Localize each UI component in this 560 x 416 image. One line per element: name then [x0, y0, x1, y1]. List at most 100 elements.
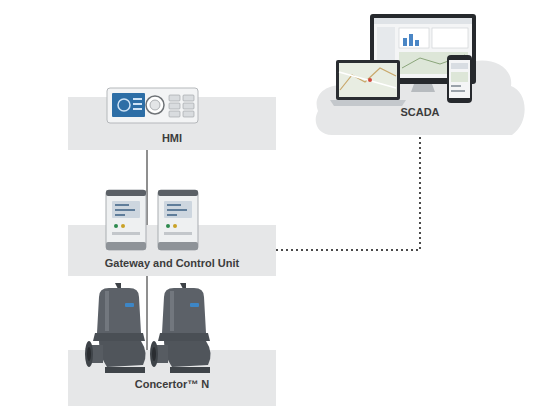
control-module-part — [112, 201, 140, 218]
device-band: Concertor™ N — [68, 350, 276, 406]
hmi-panel-part — [133, 98, 142, 100]
monitor-illustration-part — [403, 38, 407, 46]
monitor-illustration-part — [374, 18, 472, 24]
monitor-illustration-part — [432, 28, 468, 48]
hmi-panel-part — [112, 93, 145, 117]
control-module-part — [106, 242, 146, 250]
control-module-part — [106, 190, 146, 250]
phone-illustration-part — [449, 60, 470, 98]
phone-illustration-part — [451, 72, 468, 82]
pump-illustration-part — [150, 341, 158, 367]
cloud-outline — [312, 40, 528, 135]
pump-illustration-part — [125, 303, 134, 307]
cloud-shape — [316, 49, 525, 135]
pump-illustration-part — [89, 345, 103, 363]
control-module-part — [167, 204, 181, 206]
pump-illustration-part — [115, 283, 121, 289]
control-module-part — [115, 214, 125, 216]
control-module-part — [158, 190, 198, 196]
pump-illustration-part — [99, 341, 146, 367]
hmi-panel-part — [107, 88, 198, 123]
laptop-illustration-part — [330, 100, 406, 106]
hmi-panel-part — [146, 96, 164, 114]
pump-illustration-part — [170, 367, 210, 373]
pump-illustration-part — [85, 341, 93, 367]
connector-line — [146, 276, 148, 350]
laptop-illustration-part — [340, 68, 396, 90]
hmi-panel-part — [169, 103, 180, 109]
hmi-panel-part — [150, 100, 160, 110]
monitor-illustration-part — [402, 55, 465, 68]
pump-illustration — [150, 283, 211, 373]
hmi-panel-part — [183, 95, 194, 101]
phone-illustration-part — [451, 85, 461, 87]
pump-illustration-part — [170, 291, 174, 331]
phone-illustration-part — [451, 90, 465, 92]
control-module-part — [164, 232, 192, 235]
pump-illustration-part — [154, 345, 168, 363]
dotted-link — [276, 135, 420, 250]
device-band: Gateway and Control Unit — [68, 225, 276, 276]
control-module-part — [106, 190, 146, 196]
control-module — [158, 190, 198, 250]
laptop-illustration-part — [368, 78, 372, 82]
control-module — [106, 190, 146, 250]
laptop-illustration-part — [336, 60, 400, 100]
control-module-part — [166, 224, 170, 228]
pump-illustration-part — [162, 288, 206, 333]
band-label: HMI — [162, 132, 182, 145]
hmi-panel-part — [183, 103, 194, 109]
band-label: Concertor™ N — [135, 378, 210, 391]
pump-illustration-part — [164, 341, 211, 367]
control-module-part — [115, 209, 135, 211]
control-module-part — [158, 242, 198, 250]
monitor-illustration — [370, 14, 476, 92]
monitor-illustration-part — [415, 40, 419, 46]
pump-illustration-part — [105, 291, 109, 331]
control-module-part — [158, 190, 198, 250]
device-band: HMI — [68, 97, 276, 150]
hmi-panel-part — [183, 111, 194, 117]
phone-illustration-part — [451, 63, 468, 69]
hmi-panel — [107, 88, 198, 123]
monitor-illustration-part — [374, 18, 472, 78]
monitor-illustration-part — [409, 34, 413, 46]
monitor-illustration-part — [377, 27, 395, 75]
pump-illustration-part — [105, 367, 145, 373]
hmi-panel-part — [133, 103, 142, 105]
control-module-part — [173, 224, 177, 228]
control-module-part — [115, 204, 129, 206]
control-module-part — [167, 209, 187, 211]
hmi-panel-part — [169, 95, 180, 101]
laptop-illustration — [330, 60, 406, 106]
hmi-panel-part — [169, 111, 180, 117]
pump-illustration-part — [190, 303, 199, 307]
pump-illustration-part — [152, 347, 156, 361]
laptop-illustration-part — [339, 63, 397, 97]
pump-illustration-part — [87, 347, 91, 361]
hmi-panel-part — [133, 108, 142, 110]
pump-illustration-part — [93, 333, 145, 341]
monitor-illustration-part — [399, 52, 468, 74]
laptop-illustration-part — [339, 72, 396, 88]
pump-illustration-part — [97, 288, 141, 333]
pump-illustration-part — [180, 283, 186, 289]
monitor-illustration-part — [370, 14, 476, 84]
monitor-illustration-part — [411, 84, 435, 92]
pump-illustration-part — [158, 333, 210, 341]
pump-illustration — [85, 283, 146, 373]
monitor-illustration-part — [399, 28, 429, 48]
band-label: SCADA — [400, 106, 439, 119]
band-label: Gateway and Control Unit — [105, 257, 239, 270]
cloud-band: SCADA — [312, 40, 528, 135]
control-module-part — [167, 214, 177, 216]
control-module-part — [164, 201, 192, 218]
connector-line — [146, 150, 148, 225]
phone-illustration-part — [447, 55, 472, 103]
control-module-part — [114, 224, 118, 228]
control-module-part — [121, 224, 125, 228]
hmi-panel-part — [118, 99, 130, 111]
phone-illustration — [447, 55, 472, 103]
